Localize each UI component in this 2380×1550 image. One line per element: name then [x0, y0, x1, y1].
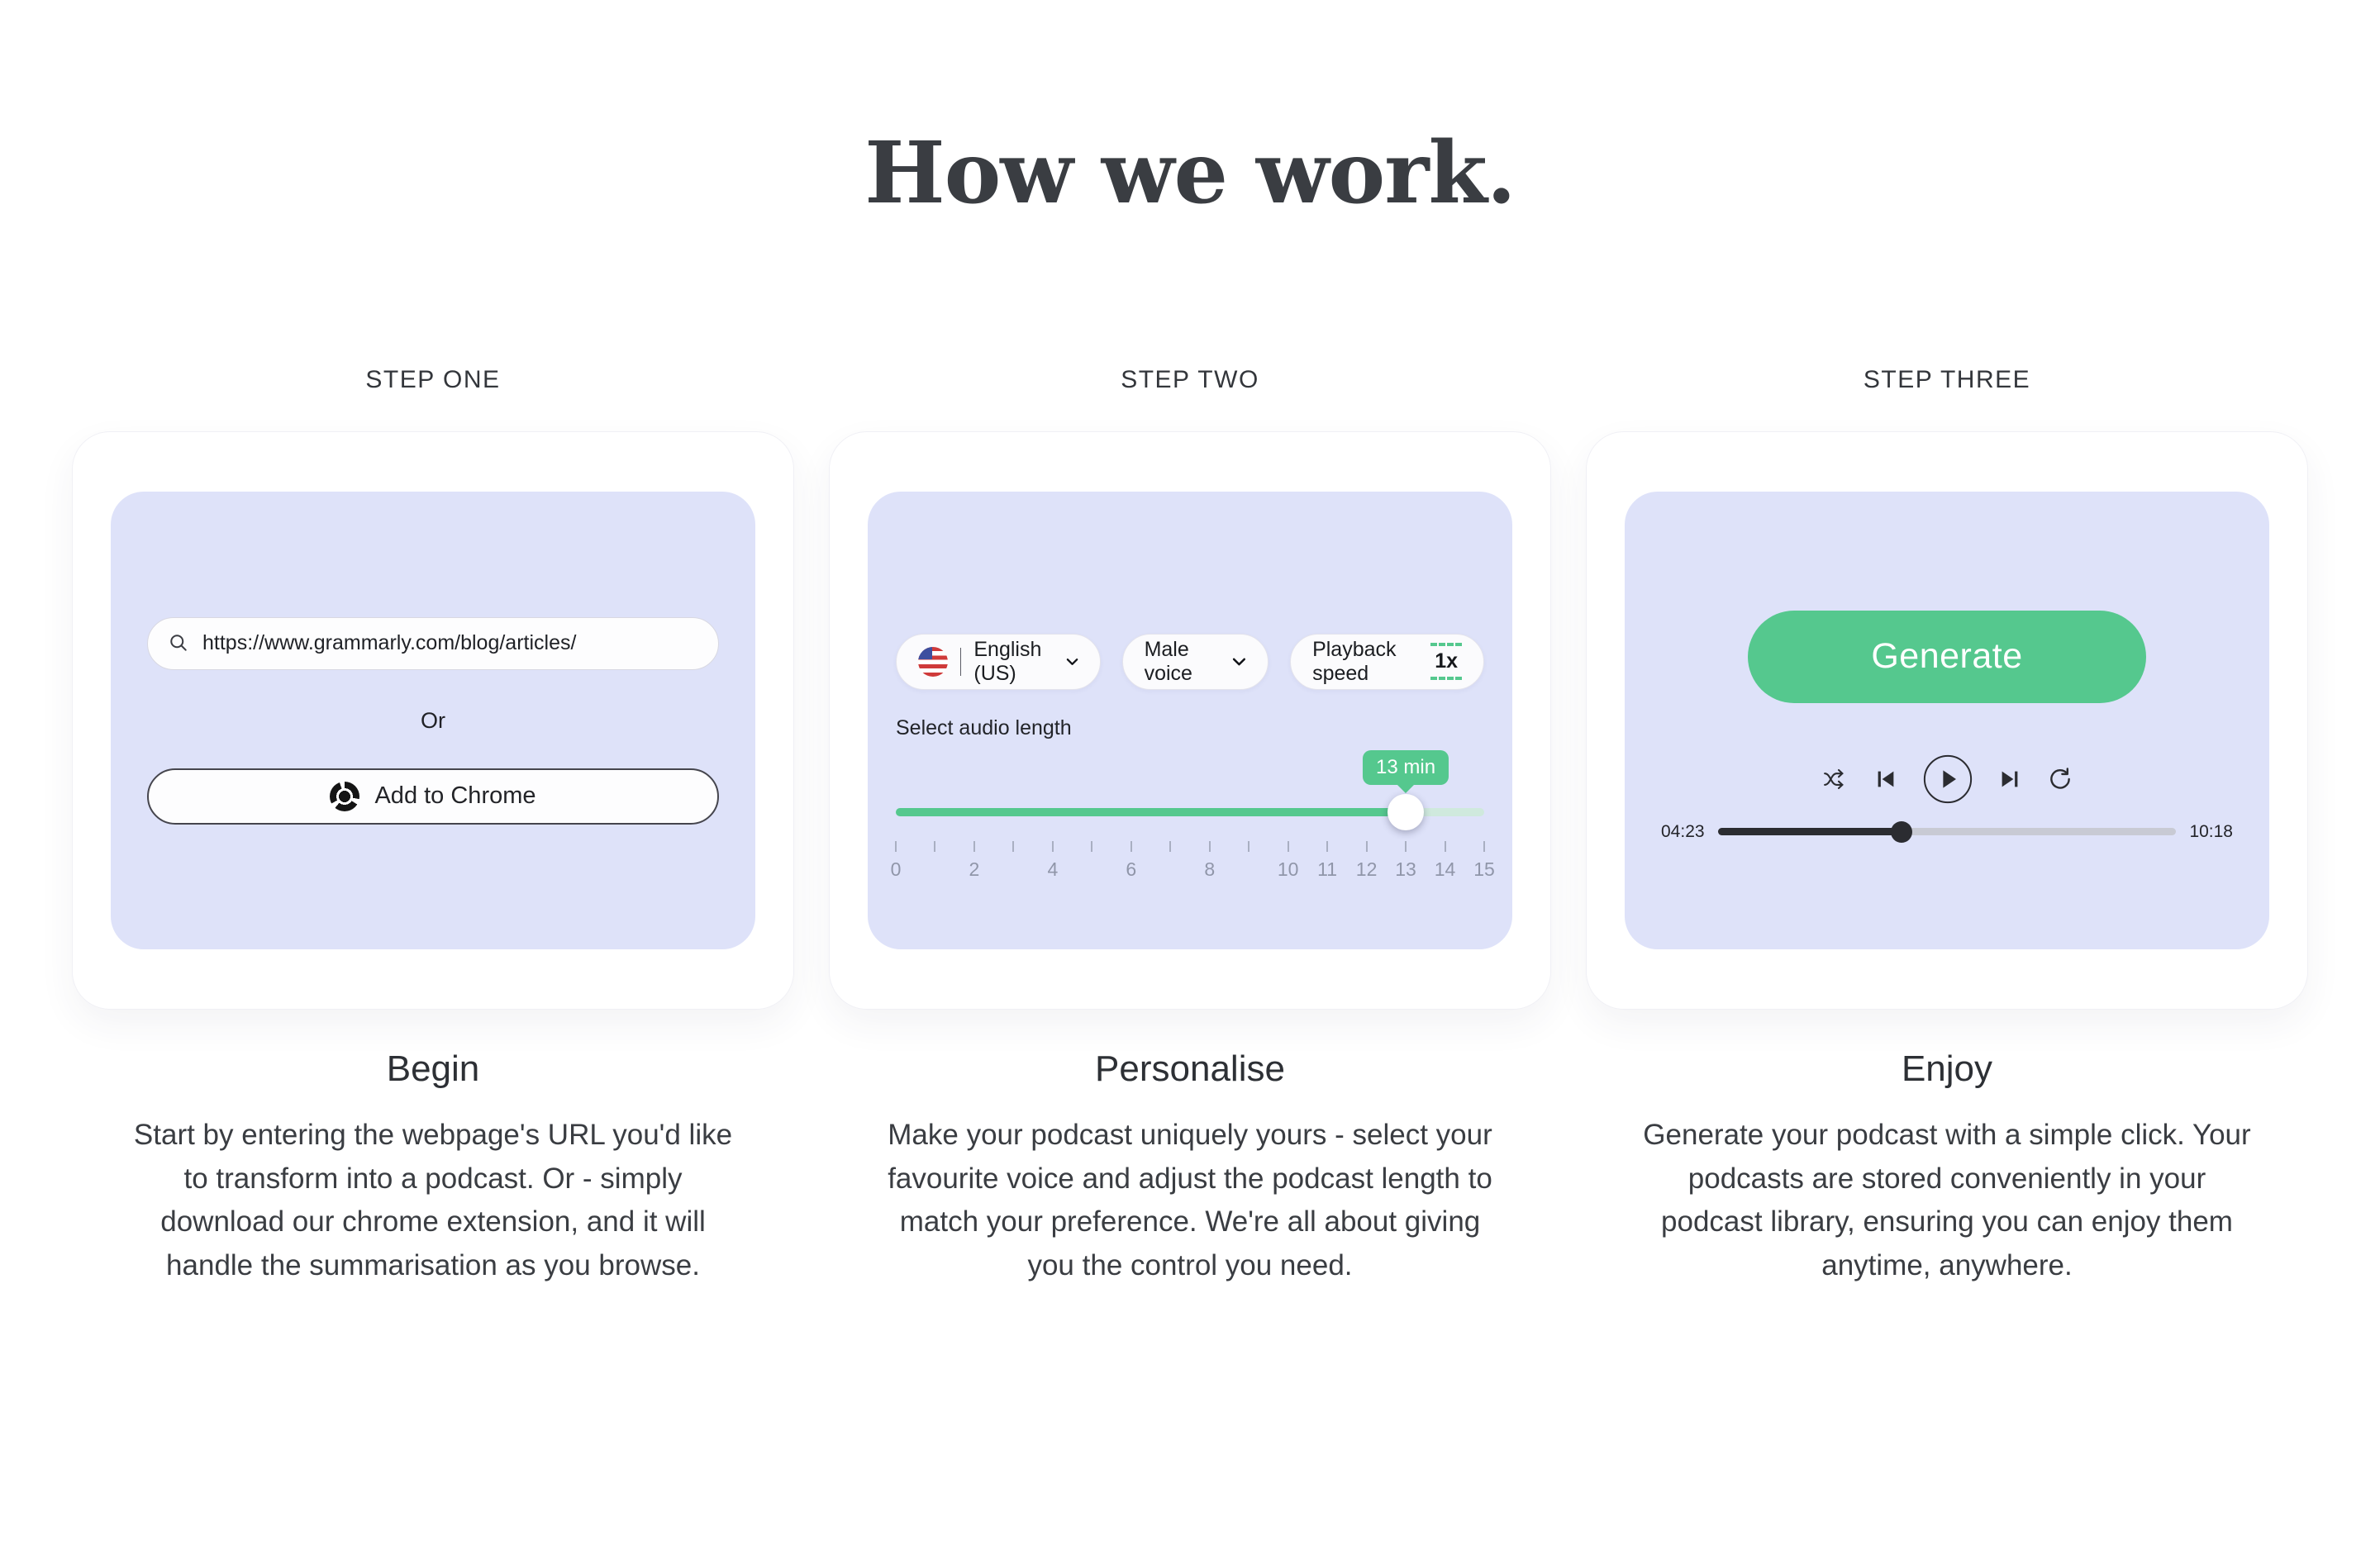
slider-tick-label: 4	[1047, 858, 1059, 880]
next-track-button[interactable]	[1997, 767, 2022, 792]
step-one-description: Start by entering the webpage's URL you'…	[133, 1119, 733, 1281]
slider-tick-label: 15	[1473, 858, 1495, 880]
slider-tick	[1365, 840, 1368, 852]
audio-length-label: Select audio length	[896, 716, 1072, 739]
slider-tick-label: 12	[1355, 858, 1378, 880]
step-one-heading: Begin	[386, 1048, 480, 1089]
step-two-label: STEP TWO	[1121, 365, 1259, 393]
playback-speed-label: Playback speed	[1312, 637, 1397, 685]
steps-row: STEP ONE https://www.grammarly.com/blog/…	[0, 365, 2380, 1288]
step-one-card: https://www.grammarly.com/blog/articles/…	[72, 430, 794, 1010]
slider-tick-label: 13	[1395, 858, 1416, 880]
slider-tick-label: 10	[1277, 858, 1299, 880]
player-controls	[1821, 754, 2073, 804]
previous-track-button[interactable]	[1873, 767, 1898, 792]
skip-back-icon	[1878, 771, 1894, 787]
shuffle-button[interactable]	[1821, 767, 1849, 792]
slider-fill	[896, 807, 1407, 816]
playback-progress-fill	[1717, 828, 1902, 836]
slider-tick	[1287, 840, 1289, 852]
step-one-column: STEP ONE https://www.grammarly.com/blog/…	[72, 365, 794, 1288]
playback-speed-value: 1x	[1430, 643, 1463, 681]
step-two-column: STEP TWO English (US) Male voice	[829, 365, 1551, 1288]
elapsed-time: 04:23	[1661, 821, 1705, 841]
slider-tick	[895, 840, 897, 852]
step-two-panel: English (US) Male voice Playback speed	[868, 491, 1512, 949]
generate-button[interactable]: Generate	[1748, 610, 2146, 703]
slider-tick-label: 2	[969, 858, 980, 880]
us-flag-icon	[918, 646, 948, 677]
search-icon	[170, 635, 187, 651]
total-time: 10:18	[2189, 821, 2233, 841]
step-one-panel: https://www.grammarly.com/blog/articles/…	[111, 491, 755, 949]
step-three-description: Generate your podcast with a simple clic…	[1643, 1119, 2251, 1281]
slider-track[interactable]	[896, 807, 1484, 816]
slider-tick	[1444, 840, 1446, 852]
url-input[interactable]: https://www.grammarly.com/blog/articles/	[147, 616, 719, 670]
slider-tick	[1130, 840, 1132, 852]
slider-thumb[interactable]	[1388, 793, 1425, 830]
slider-tick-label: 11	[1317, 858, 1338, 880]
repeat-icon	[2050, 767, 2070, 789]
play-button[interactable]	[1923, 754, 1973, 804]
or-label: Or	[421, 707, 445, 733]
step-three-column: STEP THREE Generate	[1586, 365, 2308, 1288]
playback-progress-row: 04:23 10:18	[1625, 820, 2269, 843]
playback-progress-thumb[interactable]	[1890, 820, 1912, 843]
url-input-value: https://www.grammarly.com/blog/articles/	[202, 631, 577, 655]
slider-tick	[973, 840, 975, 852]
slider-tick	[1483, 840, 1485, 852]
step-three-panel: Generate	[1625, 491, 2269, 949]
page-title: How we work.	[864, 123, 1516, 223]
play-circle-icon	[1923, 754, 1973, 803]
slider-tick	[1091, 840, 1093, 852]
slider-tooltip: 13 min	[1363, 749, 1449, 785]
slider-tick-label: 8	[1204, 858, 1216, 880]
pill-divider	[960, 647, 962, 676]
add-to-chrome-label: Add to Chrome	[374, 782, 536, 810]
slider-ticks: 0 2 4 6 8 10 11 12 13 14 15	[891, 840, 1495, 891]
slider-tick	[1012, 840, 1015, 852]
voice-settings-row: English (US) Male voice Playback speed	[896, 633, 1485, 690]
step-two-heading: Personalise	[1095, 1048, 1285, 1089]
voice-select[interactable]: Male voice	[1121, 633, 1269, 690]
slider-tick-label: 6	[1126, 858, 1137, 880]
step-three-heading: Enjoy	[1901, 1048, 1993, 1089]
step-two-card: English (US) Male voice Playback speed	[829, 430, 1551, 1010]
slider-tick	[1051, 840, 1054, 852]
repeat-button[interactable]	[2047, 766, 2073, 792]
step-three-label: STEP THREE	[1863, 365, 2031, 393]
step-three-card: Generate	[1586, 430, 2308, 1010]
slider-tick	[1248, 840, 1250, 852]
slider-tick	[1169, 840, 1172, 852]
playback-speed-control[interactable]: Playback speed 1x	[1290, 633, 1485, 690]
slider-tick-label: 14	[1434, 858, 1456, 880]
step-one-label: STEP ONE	[365, 365, 501, 393]
slider-tick-label: 0	[890, 858, 902, 880]
chevron-down-icon	[1233, 658, 1246, 666]
language-select-value: English (US)	[973, 637, 1042, 685]
add-to-chrome-button[interactable]: Add to Chrome	[147, 768, 719, 825]
slider-tick	[1208, 840, 1211, 852]
voice-select-value: Male voice	[1144, 637, 1192, 685]
skip-forward-icon	[2002, 771, 2018, 787]
step-two-description: Make your podcast uniquely yours - selec…	[888, 1119, 1492, 1281]
playback-progress[interactable]	[1717, 820, 2177, 843]
shuffle-icon	[1824, 768, 1844, 789]
slider-tick	[934, 840, 936, 852]
language-select[interactable]: English (US)	[896, 633, 1101, 690]
slider-tick	[1405, 840, 1407, 852]
chevron-down-icon	[1066, 658, 1078, 665]
chrome-icon	[330, 781, 360, 811]
audio-length-slider: 13 min 0 2 4 6 8 10 11 12 13 14 15	[891, 749, 1495, 896]
slider-tick	[1326, 840, 1329, 852]
